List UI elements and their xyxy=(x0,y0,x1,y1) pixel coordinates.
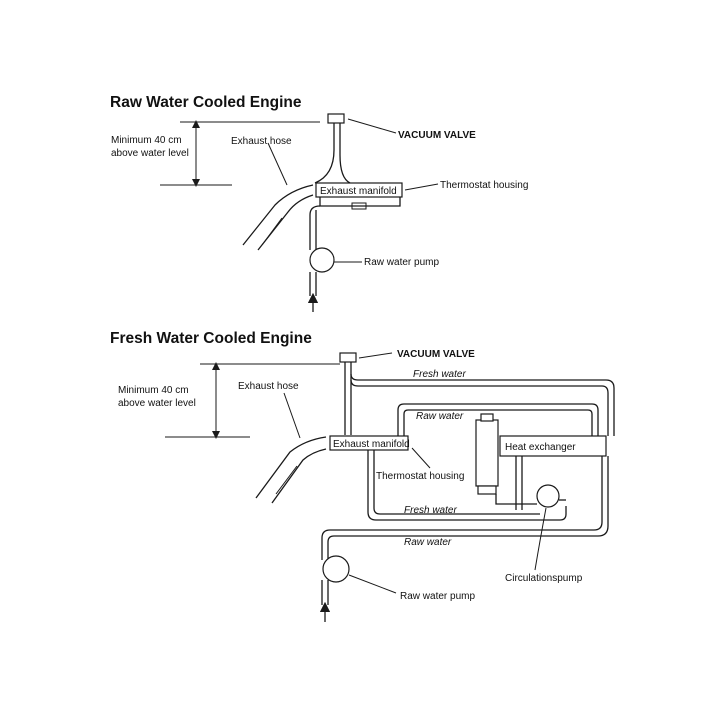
raw-exhaust-hose-label: Exhaust hose xyxy=(231,136,292,147)
fresh-height-dimension xyxy=(165,362,340,439)
raw-water-bottom-pipe xyxy=(321,456,603,560)
raw-exhaust-manifold-label: Exhaust manifold xyxy=(320,186,397,197)
fresh-water-bottom-pipe xyxy=(367,450,567,521)
fresh-thermostat-leader xyxy=(411,447,431,469)
circulation-pump-label: Circulationspump xyxy=(505,573,583,584)
fresh-water-top-label: Fresh water xyxy=(413,369,466,380)
raw-water-bottom-label: Raw water xyxy=(404,537,452,548)
raw-vacuum-valve-leader xyxy=(347,118,397,134)
raw-exhaust-hose-leader xyxy=(267,142,288,186)
heat-exchanger-label: Heat exchanger xyxy=(505,442,576,453)
raw-minimum-label-1: Minimum 40 cm xyxy=(111,135,182,146)
fresh-title: Fresh Water Cooled Engine xyxy=(110,330,312,347)
fresh-exhaust-hose-leader xyxy=(283,392,301,439)
heat-exchanger-cap xyxy=(480,413,494,422)
raw-water-mid-label: Raw water xyxy=(416,411,464,422)
raw-vacuum-valve-label: VACUUM VALVE xyxy=(398,130,476,141)
raw-exhaust-hose xyxy=(242,184,314,246)
fresh-raw-water-pump xyxy=(322,555,350,583)
circulation-pump xyxy=(536,484,560,508)
fresh-vacuum-valve-label: VACUUM VALVE xyxy=(397,349,475,360)
fresh-water-section: Fresh Water Cooled Engine Minimum 40 cm … xyxy=(110,330,615,622)
fresh-minimum-label-2: above water level xyxy=(118,398,196,409)
fresh-exhaust-manifold-label: Exhaust manifold xyxy=(333,439,410,450)
raw-water-section: Raw Water Cooled Engine Minimum 40 cm ab… xyxy=(110,94,528,312)
circulation-pump-leader xyxy=(534,507,547,571)
fresh-vacuum-valve-leader xyxy=(358,352,393,359)
raw-thermostat-leader xyxy=(404,183,439,191)
raw-vacuum-valve xyxy=(327,113,345,124)
raw-valve-pipe xyxy=(314,123,335,184)
fresh-water-bottom-label: Fresh water xyxy=(404,505,457,516)
fresh-minimum-label-1: Minimum 40 cm xyxy=(118,385,189,396)
raw-exhaust-manifold xyxy=(315,182,403,198)
raw-water-mid-pipe xyxy=(397,403,599,436)
raw-title: Raw Water Cooled Engine xyxy=(110,94,302,111)
fresh-raw-water-pump-label: Raw water pump xyxy=(400,591,475,602)
raw-height-dimension xyxy=(160,120,320,187)
fresh-water-top-pipe xyxy=(350,379,609,436)
fresh-thermostat-label: Thermostat housing xyxy=(376,471,464,482)
heat-exchanger-tank xyxy=(475,419,499,487)
heat-exchanger xyxy=(499,435,607,457)
raw-water-pump-label: Raw water pump xyxy=(364,257,439,268)
raw-water-pump xyxy=(309,247,335,273)
fresh-exhaust-manifold xyxy=(329,435,409,451)
raw-thermostat-label: Thermostat housing xyxy=(440,180,528,191)
fresh-exhaust-hose-label: Exhaust hose xyxy=(238,381,299,392)
raw-minimum-label-2: above water level xyxy=(111,148,189,159)
fresh-raw-pump-leader xyxy=(348,574,397,594)
fresh-vacuum-valve xyxy=(339,352,357,363)
fresh-exhaust-hose xyxy=(255,436,327,499)
